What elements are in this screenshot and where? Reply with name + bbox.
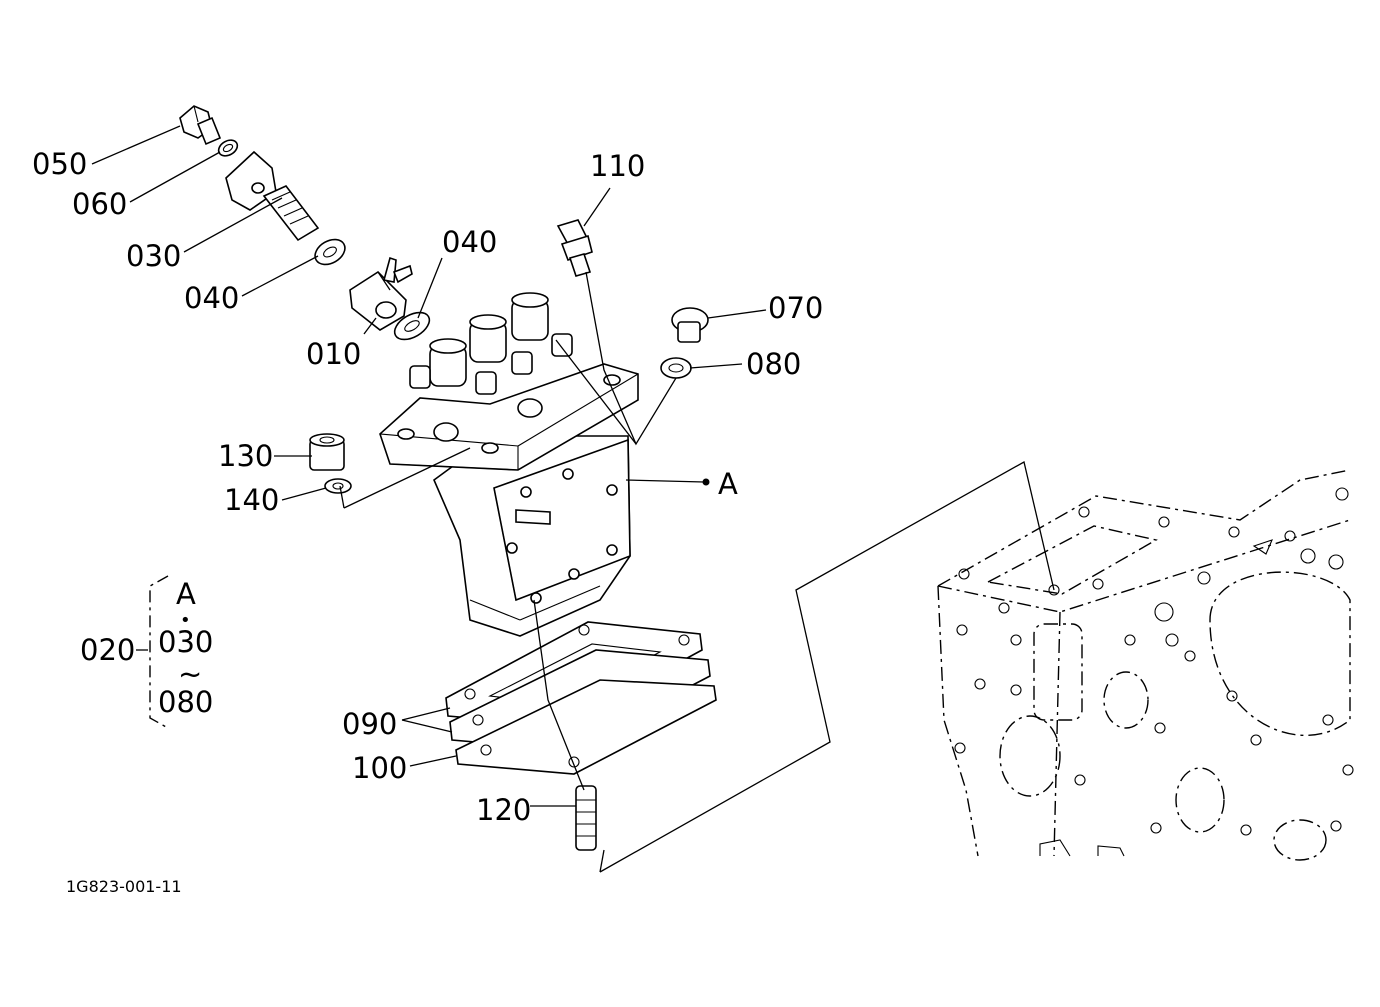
part-050-banjo-bolt[interactable] xyxy=(179,105,222,146)
label-140[interactable]: 140 xyxy=(224,483,279,517)
part-070-plug[interactable] xyxy=(671,307,709,343)
part-110-bolt[interactable] xyxy=(556,219,593,277)
label-080[interactable]: 080 xyxy=(746,347,801,381)
label-010[interactable]: 010 xyxy=(306,337,361,371)
part-100-gasket[interactable] xyxy=(455,679,717,775)
assembly-line-A: A xyxy=(176,577,196,611)
injection-pump-assembly[interactable] xyxy=(379,292,639,637)
assembly-dot: • xyxy=(180,610,191,631)
diagram-code: 1G823-001-11 xyxy=(66,877,182,896)
label-070[interactable]: 070 xyxy=(768,291,823,325)
label-120[interactable]: 120 xyxy=(476,793,531,827)
assembly-line-080: 080 xyxy=(158,685,213,719)
part-120-stud[interactable] xyxy=(575,785,597,851)
part-060-washer[interactable] xyxy=(216,137,240,159)
label-090[interactable]: 090 xyxy=(342,707,397,741)
assembly-guide-lines xyxy=(339,271,1055,873)
assembly-line-030: 030 xyxy=(158,625,213,659)
assembly-bracket xyxy=(149,575,169,729)
label-130[interactable]: 130 xyxy=(218,439,273,473)
label-060[interactable]: 060 xyxy=(72,187,127,221)
label-110[interactable]: 110 xyxy=(590,149,645,183)
part-130-collar[interactable] xyxy=(309,433,345,471)
engine-block-reference xyxy=(937,469,1354,861)
part-040-washer-left[interactable] xyxy=(311,234,350,269)
label-030[interactable]: 030 xyxy=(126,239,181,273)
part-010-eye-fitting[interactable] xyxy=(349,256,413,331)
assembly-legend: 020 A • 030 ~ 080 xyxy=(80,577,213,719)
part-080-washer[interactable] xyxy=(660,357,692,379)
part-040-washer-right[interactable] xyxy=(390,307,434,345)
part-030-delivery-fitting[interactable] xyxy=(225,150,320,242)
callout-labels: 050 060 030 040 010 040 110 070 080 130 … xyxy=(32,147,823,827)
label-A[interactable]: A xyxy=(718,467,738,501)
assembly-tilde: ~ xyxy=(178,657,202,691)
part-140-washer[interactable] xyxy=(324,478,352,494)
assembly-label-020[interactable]: 020 xyxy=(80,633,135,667)
label-100[interactable]: 100 xyxy=(352,751,407,785)
label-040-left[interactable]: 040 xyxy=(184,281,239,315)
label-040-right[interactable]: 040 xyxy=(442,225,497,259)
label-050[interactable]: 050 xyxy=(32,147,87,181)
leader-lines xyxy=(91,125,767,807)
